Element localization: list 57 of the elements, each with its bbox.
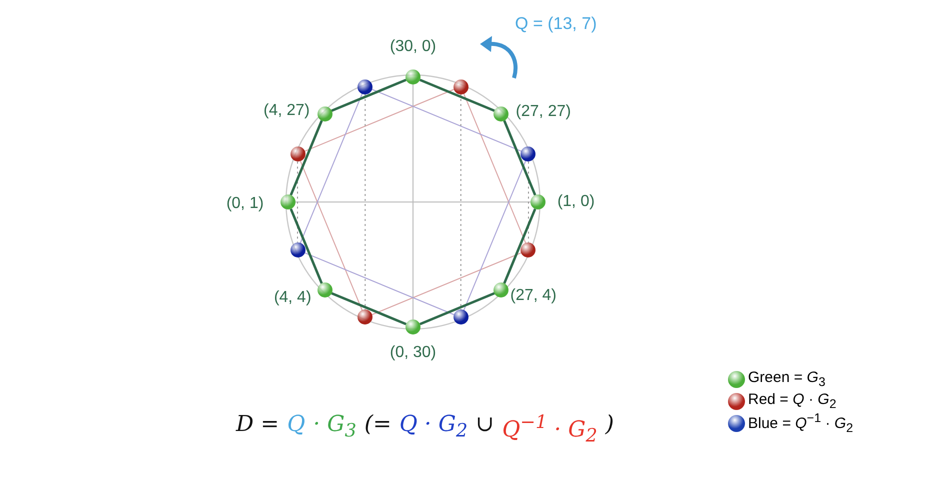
legend-label: Red = Q · G$_{2}$: [748, 391, 836, 411]
point-label: (27, 27): [516, 102, 571, 121]
point-dot: [530, 194, 546, 210]
chord-line: [372, 252, 522, 316]
formula-term: D =: [236, 412, 280, 439]
point-dot: [290, 146, 305, 162]
point-dot: [358, 79, 373, 94]
point-dot: [494, 282, 509, 298]
chord-line: [304, 88, 454, 152]
formula-term: (=: [364, 412, 392, 439]
formula-term: Q · G$_{2}$: [399, 412, 468, 444]
polygon-edge: [331, 78, 407, 112]
point-dot: [358, 310, 373, 325]
point-dot: [520, 146, 536, 162]
formula-term: ): [605, 412, 614, 439]
formula-term: · G$_{3}$: [313, 412, 356, 444]
polygon-edge: [503, 208, 536, 284]
chord-line: [463, 160, 526, 312]
polygon-edge: [331, 292, 407, 326]
formula-term: Q: [287, 412, 306, 439]
point-dot: [406, 70, 420, 84]
polygon-edge: [419, 78, 495, 112]
dotted-line: [528, 161, 529, 243]
point-label: (4, 4): [274, 289, 312, 308]
chord-line: [300, 160, 363, 312]
chord-line: [463, 92, 526, 244]
dotted-line: [364, 94, 366, 310]
point-dot: [494, 106, 509, 122]
legend-label: Green = G$_{3}$: [748, 369, 826, 389]
polygon-edge: [290, 120, 323, 196]
point-dot: [280, 194, 296, 210]
point-dot: [317, 106, 332, 122]
point-dot: [520, 242, 536, 258]
legend-label: Blue = Q$^{−1}$ · G$_{2}$: [748, 411, 854, 435]
dotted-line: [460, 94, 462, 310]
point-label: (0, 30): [390, 344, 436, 362]
polygon-edge: [290, 208, 323, 284]
dotted-line: [297, 161, 298, 243]
point-dot: [453, 310, 468, 325]
formula-term: Q$^{−1}$ · G$_{2}$: [502, 412, 598, 447]
polygon-edge: [419, 292, 495, 326]
point-dot: [317, 282, 332, 298]
point-label: (27, 4): [510, 287, 556, 306]
point-label: (1, 0): [557, 193, 595, 211]
chord-line: [372, 88, 522, 152]
formula-term: ∪: [476, 412, 494, 439]
point-label: (30, 0): [390, 38, 436, 56]
point-label: (0, 1): [226, 195, 264, 213]
point-label: (4, 27): [263, 102, 310, 120]
polygon-edge: [503, 120, 536, 196]
chord-line: [300, 92, 363, 244]
point-dot: [406, 320, 420, 334]
point-dot: [290, 242, 305, 258]
chord-line: [304, 252, 454, 316]
chord-line: [412, 84, 414, 320]
point-dot: [453, 79, 468, 94]
rotation-label: Q = (13, 7): [515, 14, 597, 34]
